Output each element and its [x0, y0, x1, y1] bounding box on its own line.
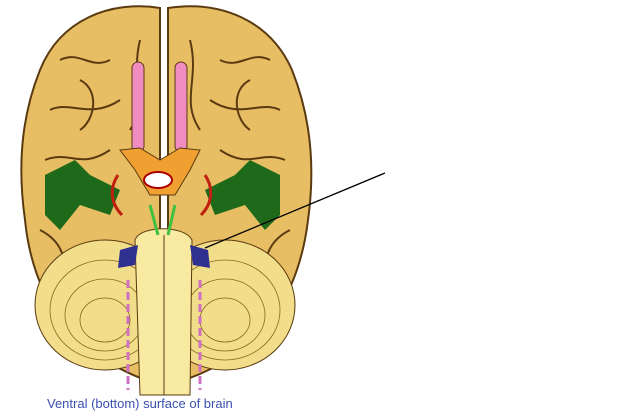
right-olfactory-tract: [174, 61, 188, 153]
optic-tracts: [110, 174, 213, 217]
pointer-line: [204, 172, 386, 249]
vertebral-arteries: [126, 280, 202, 390]
left-temporal-stem: [45, 160, 120, 230]
cranial-nerves-left: [118, 245, 138, 268]
pituitary: [143, 171, 173, 189]
mammillary-green: [148, 204, 177, 236]
diagram-caption: Ventral (bottom) surface of brain: [47, 396, 233, 411]
gyri: [39, 39, 291, 281]
right-temporal-stem: [205, 160, 280, 230]
left-olfactory-tract: [131, 61, 145, 153]
cranial-nerves-right: [190, 245, 210, 268]
